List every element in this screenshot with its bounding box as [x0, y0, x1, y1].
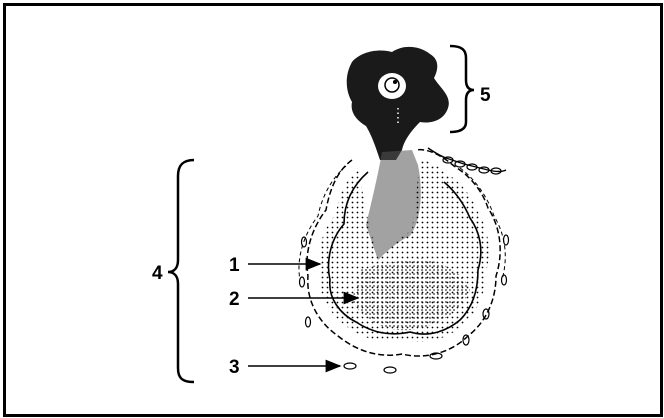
- top-body-shape: [347, 47, 449, 160]
- cell: [463, 335, 469, 345]
- label-4: 4: [152, 263, 163, 284]
- label-3: 3: [229, 357, 240, 378]
- cell: [483, 309, 489, 319]
- label-1: 1: [229, 255, 240, 276]
- cell: [344, 363, 356, 369]
- label-2: 2: [229, 289, 240, 310]
- top-body: [347, 47, 449, 160]
- cell: [504, 235, 509, 245]
- cell: [384, 367, 396, 373]
- brace-5: [450, 46, 474, 132]
- cell: [502, 275, 507, 285]
- brace-4: [168, 160, 194, 382]
- top-body-halo: [378, 73, 406, 99]
- label-5: 5: [480, 85, 491, 106]
- cell: [306, 317, 311, 327]
- cell: [300, 277, 305, 287]
